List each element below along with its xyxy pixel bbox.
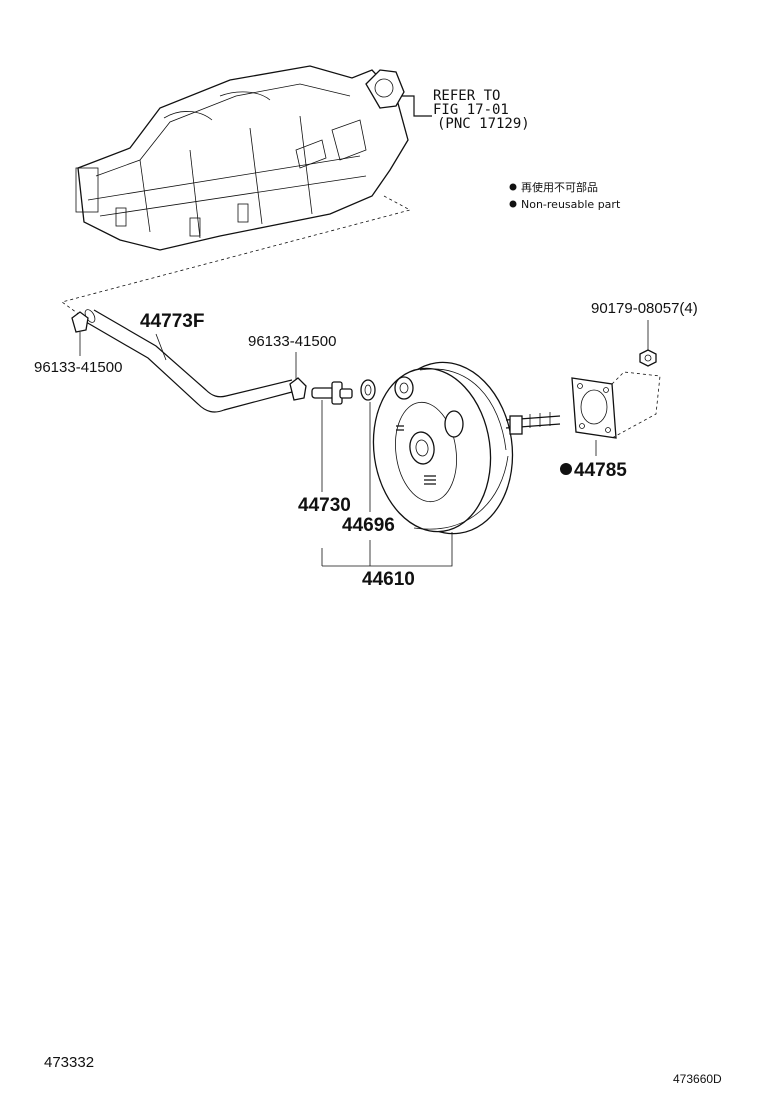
reference-line-3: (PNC 17129) [437, 116, 530, 132]
part-label-hose: 44773F [140, 311, 204, 332]
part-label-clip-left: 96133-41500 [34, 359, 122, 376]
check-valve [311, 381, 353, 405]
part-label-gasket: 44785 [574, 460, 627, 481]
reference-line-2: FIG 17-01 [433, 102, 509, 118]
connection-dashed-line-manifold [61, 195, 412, 319]
part-label-nut: 90179-08057(4) [591, 300, 698, 317]
legend-japanese: 再使用不可部品 [521, 180, 598, 194]
intake-manifold [75, 65, 432, 251]
leader-bracket-booster [322, 532, 453, 567]
part-label-clip-right: 96133-41500 [248, 333, 336, 350]
booster-gasket [571, 377, 617, 439]
non-reusable-dot-icon-2 [509, 200, 517, 208]
part-label-booster: 44610 [362, 569, 415, 590]
mounting-nut [639, 349, 657, 367]
leader-hose [155, 333, 167, 361]
hose-clip-right [289, 377, 307, 401]
hose-clip-left [71, 311, 89, 333]
non-reusable-gasket-dot-icon [560, 463, 572, 475]
part-label-check-valve: 44730 [298, 495, 351, 516]
grommet [360, 379, 376, 401]
brake-booster [372, 361, 561, 535]
illustration-code-left: 473332 [44, 1054, 94, 1071]
part-label-grommet: 44696 [342, 515, 395, 536]
reference-line-1: REFER TO [433, 88, 500, 104]
mounting-dashed-box [611, 371, 661, 439]
legend-english: Non-reusable part [521, 198, 621, 211]
illustration-code-right: 473660D [673, 1072, 722, 1086]
non-reusable-dot-icon [509, 183, 517, 191]
